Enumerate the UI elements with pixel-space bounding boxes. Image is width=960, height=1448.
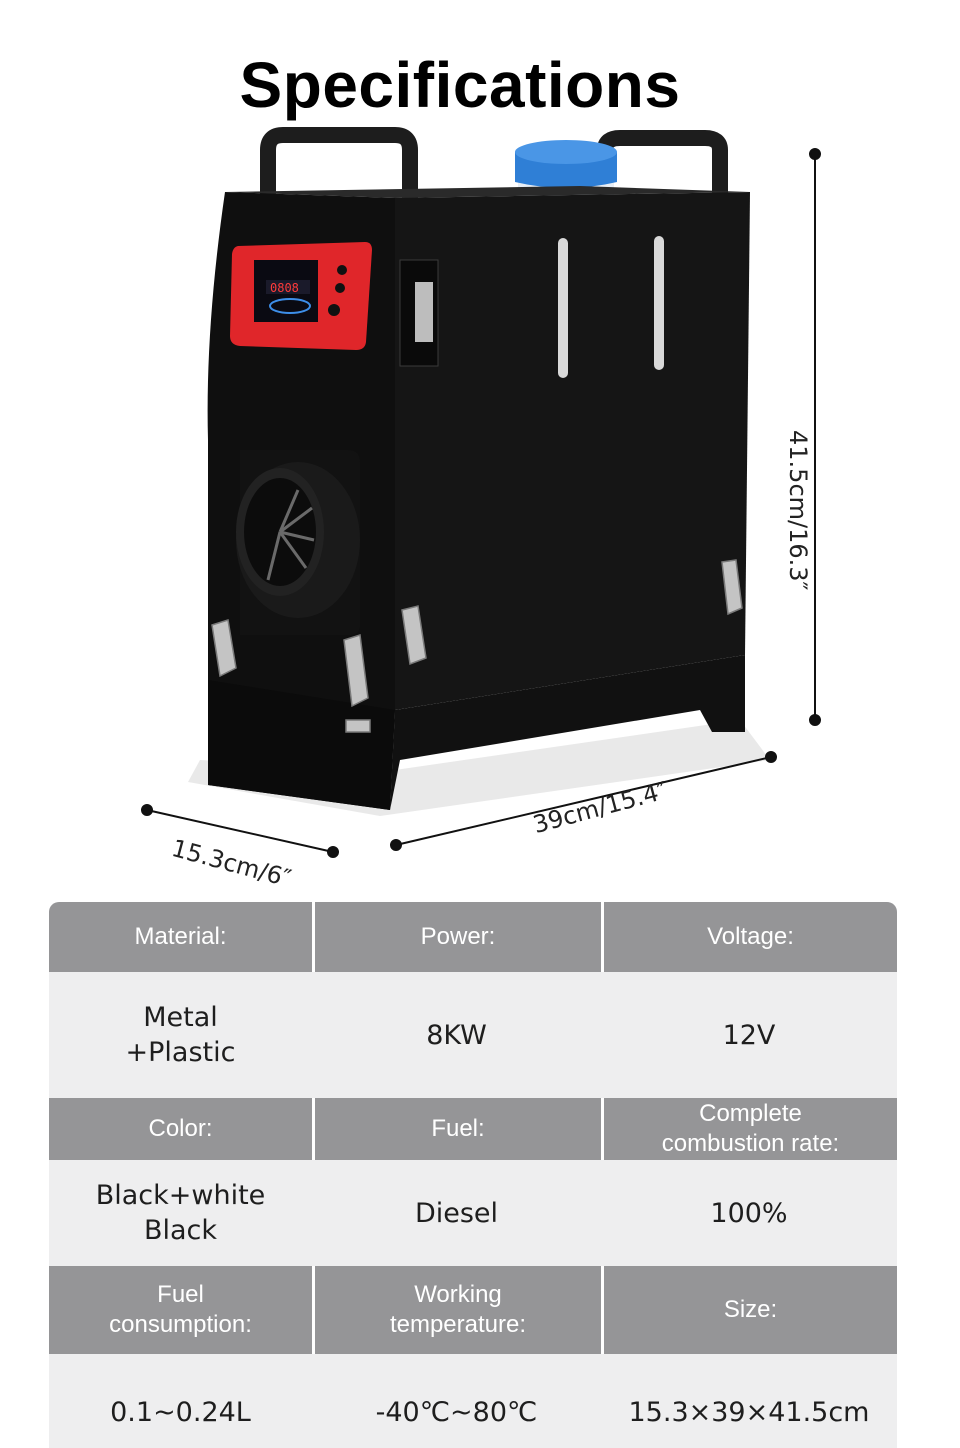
page-title: Specifications bbox=[239, 49, 681, 121]
spec-header-working-temperature: Working temperature: bbox=[312, 1266, 601, 1354]
spec-header-fuel-consumption: Fuel consumption: bbox=[49, 1266, 312, 1354]
spec-value-voltage: 12V bbox=[601, 972, 897, 1098]
spec-value-combustion-rate: 100% bbox=[601, 1160, 897, 1266]
spec-table: Material: Power: Voltage: Metal +Plastic… bbox=[49, 902, 897, 1448]
svg-text:0808: 0808 bbox=[270, 281, 299, 295]
spec-value-row: Black+white Black Diesel 100% bbox=[49, 1160, 897, 1266]
spec-value-working-temperature: -40℃~80℃ bbox=[312, 1354, 601, 1448]
spec-header-row: Color: Fuel: Complete combustion rate: bbox=[49, 1098, 897, 1160]
spec-header-voltage: Voltage: bbox=[601, 902, 897, 972]
spec-header-combustion-rate: Complete combustion rate: bbox=[601, 1098, 897, 1160]
spec-header-fuel: Fuel: bbox=[312, 1098, 601, 1160]
spec-header-power: Power: bbox=[312, 902, 601, 972]
control-panel-display: 0808 bbox=[230, 242, 372, 350]
spec-header-size: Size: bbox=[601, 1266, 897, 1354]
spec-value-row: 0.1~0.24L -40℃~80℃ 15.3×39×41.5cm bbox=[49, 1354, 897, 1448]
spec-header-material: Material: bbox=[49, 902, 312, 972]
spec-value-color: Black+white Black bbox=[49, 1160, 312, 1266]
spec-value-power: 8KW bbox=[312, 972, 601, 1098]
spec-value-fuel-consumption: 0.1~0.24L bbox=[49, 1354, 312, 1448]
heater-product-image: 0808 bbox=[141, 127, 821, 858]
spec-value-row: Metal +Plastic 8KW 12V bbox=[49, 972, 897, 1098]
height-dimension-label: 41.5cm/16.3″ bbox=[784, 430, 812, 591]
spec-value-size: 15.3×39×41.5cm bbox=[601, 1354, 897, 1448]
spec-header-row: Material: Power: Voltage: bbox=[49, 902, 897, 972]
spec-value-material: Metal +Plastic bbox=[49, 972, 312, 1098]
spec-value-fuel: Diesel bbox=[312, 1160, 601, 1266]
spec-header-row: Fuel consumption: Working temperature: S… bbox=[49, 1266, 897, 1354]
spec-header-color: Color: bbox=[49, 1098, 312, 1160]
